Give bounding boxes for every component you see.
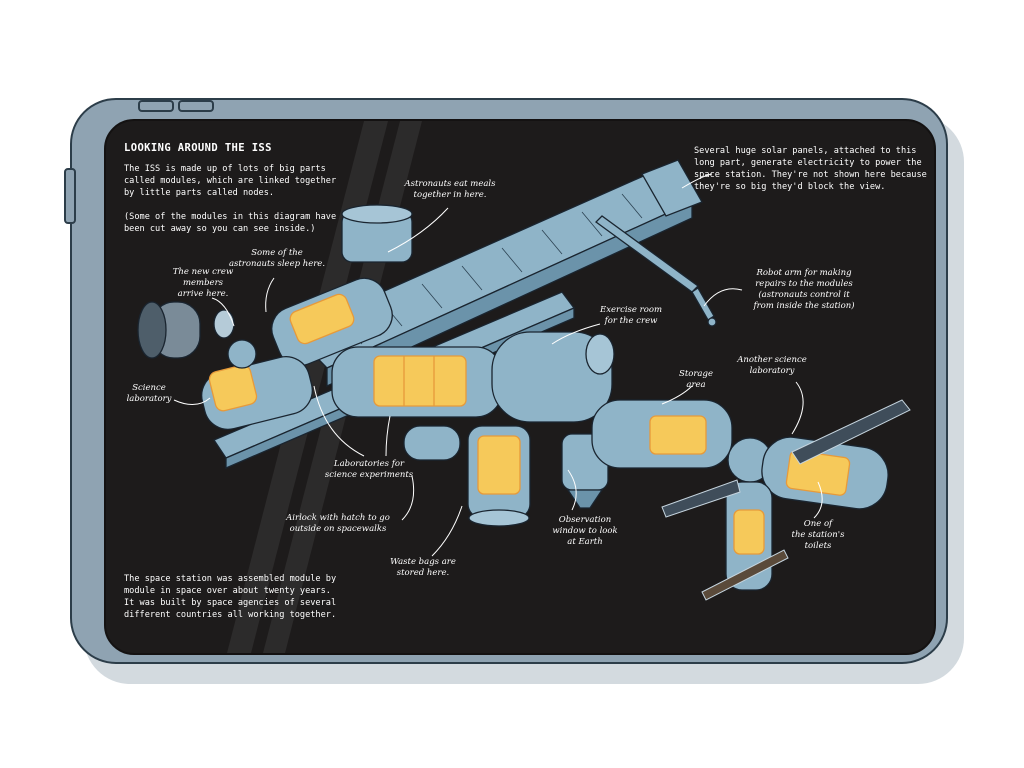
truss-end-box: [641, 159, 703, 217]
cutaway-note: (Some of the modules in this diagram hav…: [124, 212, 337, 234]
tablet-screen: LOOKING AROUND THE ISS The ISS is made u…: [104, 119, 936, 655]
assembly-note: The space station was assembled module b…: [124, 574, 337, 620]
label-toilets: One of the station's toilets: [791, 519, 845, 551]
left-modules: [137, 204, 413, 431]
tablet-button-top-right: [178, 100, 214, 112]
intro-text: The ISS is made up of lots of big parts …: [124, 164, 337, 198]
solar-panel-note: Several huge solar panels, attached to t…: [694, 146, 927, 192]
tablet-button-side: [64, 168, 76, 224]
label-sleep: Some of the astronauts sleep here.: [228, 248, 326, 269]
leader-lines: [173, 173, 823, 557]
label-another-lab: Another science laboratory: [737, 355, 807, 376]
iss-illustration: [137, 121, 911, 653]
label-science-lab: Science laboratory: [126, 383, 172, 404]
label-labs-experiments: Laboratories for science experiments: [324, 459, 414, 480]
label-observation-window: Observation window to look at Earth: [552, 515, 618, 547]
central-modules: [331, 331, 615, 527]
label-airlock: Airlock with hatch to go outside on spac…: [286, 513, 390, 534]
label-meals: Astronauts eat meals together in here.: [404, 179, 496, 200]
diagram-title: LOOKING AROUND THE ISS: [124, 142, 272, 154]
robot-arm: [595, 215, 717, 327]
label-waste-bags: Waste bags are stored here.: [390, 557, 456, 578]
right-modules: [591, 399, 889, 591]
label-robot-arm: Robot arm for making repairs to the modu…: [753, 268, 855, 311]
tablet-button-top-left: [138, 100, 174, 112]
solar-panels: [661, 399, 911, 601]
label-storage-area: Storage area: [679, 369, 713, 390]
label-new-crew: The new crew members arrive here.: [172, 267, 234, 299]
label-exercise-room: Exercise room for the crew: [599, 305, 663, 326]
